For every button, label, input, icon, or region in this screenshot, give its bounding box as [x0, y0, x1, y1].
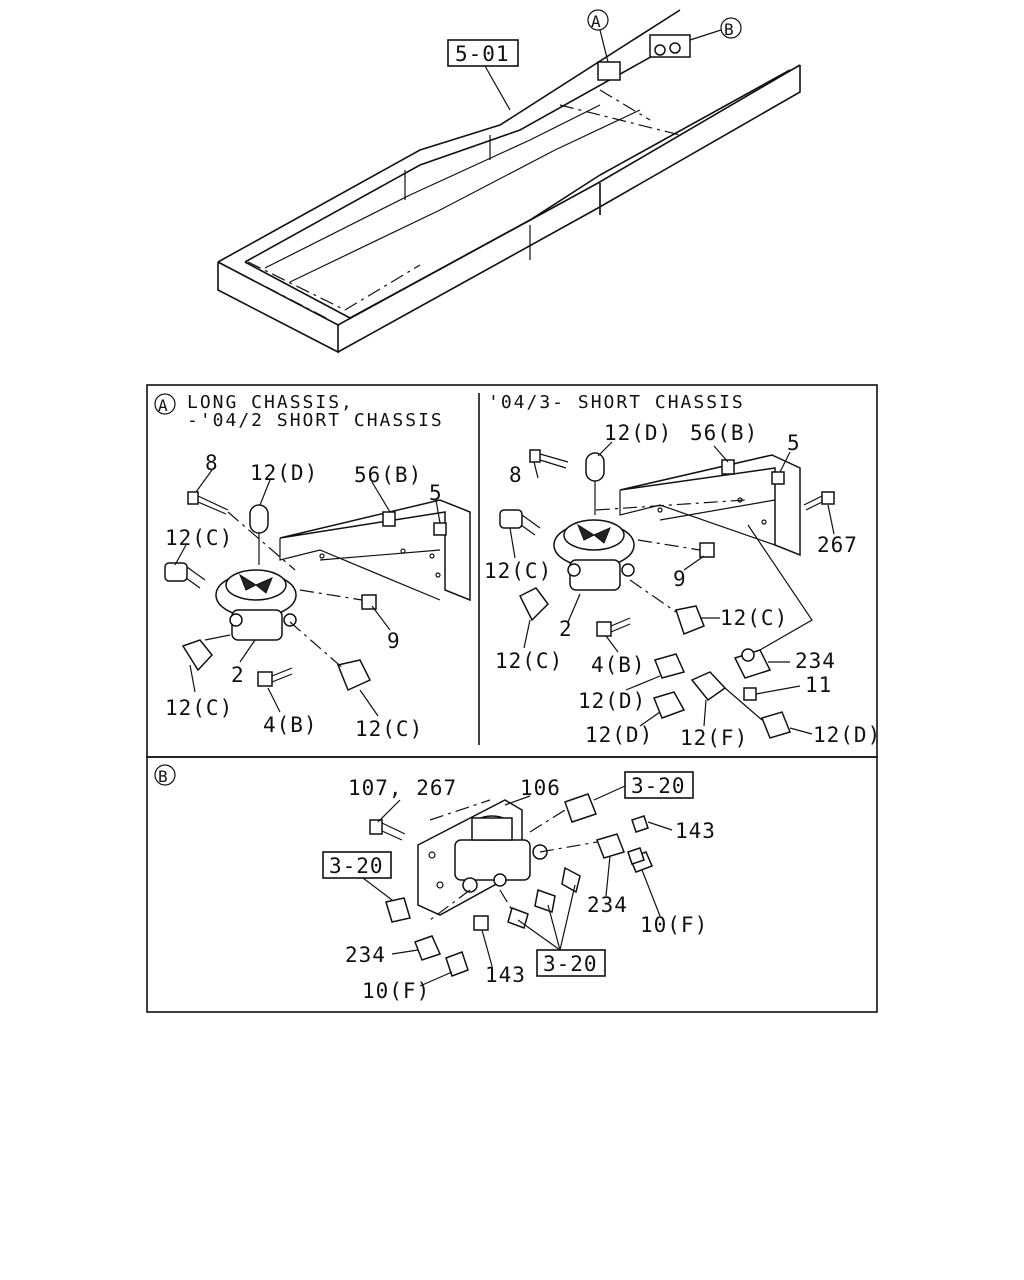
label-234-right-b: 234	[587, 893, 628, 917]
panel-b-frame	[146, 756, 878, 1013]
label-12d-top-right: 12(D)	[604, 421, 672, 445]
label-234-right: 234	[795, 649, 836, 673]
ref-box-3-20-bottom	[536, 949, 606, 977]
marker-b-circle	[720, 17, 742, 39]
caption-short-chassis-new: '04/3- SHORT CHASSIS	[488, 392, 745, 413]
label-12d-a-right: 12(D)	[578, 689, 646, 713]
label-12d-b-right: 12(D)	[585, 723, 653, 747]
label-9-left: 9	[387, 629, 401, 653]
label-143-bottom: 143	[485, 963, 526, 987]
label-12c-b-right: 12(C)	[720, 606, 788, 630]
chassis-frame-view	[217, 9, 801, 354]
label-12c-a-left: 12(C)	[165, 526, 233, 550]
marker-a-circle	[587, 9, 609, 31]
label-12c-c-left: 12(C)	[355, 717, 423, 741]
marker-b-panel: B	[158, 767, 169, 786]
label-106: 106	[520, 776, 561, 800]
label-143-top: 143	[675, 819, 716, 843]
label-12c-a-right: 12(C)	[484, 559, 552, 583]
label-10f-left-b: 10(F)	[362, 979, 430, 1003]
label-12d-c-right: 12(D)	[813, 723, 881, 747]
caption-long-chassis: LONG CHASSIS,	[187, 392, 354, 413]
label-5-right: 5	[787, 431, 801, 455]
ref-3-20-top: 3-20	[631, 774, 686, 798]
ref-3-20-left: 3-20	[329, 854, 384, 878]
relay-valve-assembly-right	[499, 441, 835, 739]
label-8-right: 8	[509, 463, 523, 487]
valve-assembly-b	[362, 785, 673, 987]
label-107-267: 107, 267	[348, 776, 457, 800]
label-56b-left: 56(B)	[354, 463, 422, 487]
relay-valve-assembly-left	[164, 469, 471, 717]
label-5-left: 5	[429, 481, 443, 505]
label-4b-left: 4(B)	[263, 713, 318, 737]
label-267-right: 267	[817, 533, 858, 557]
label-12c-c-right: 12(C)	[495, 649, 563, 673]
label-10f-right-b: 10(F)	[640, 913, 708, 937]
ref-box-3-20-left	[322, 851, 392, 879]
label-2-right: 2	[559, 617, 573, 641]
label-9-right: 9	[673, 567, 687, 591]
label-12c-b-left: 12(C)	[165, 696, 233, 720]
label-11-right: 11	[805, 673, 832, 697]
ref-box-3-20-top	[624, 771, 694, 799]
label-12d-left: 12(D)	[250, 461, 318, 485]
caption-short-chassis-old: -'04/2 SHORT CHASSIS	[187, 410, 444, 431]
marker-a-panel: A	[158, 396, 169, 415]
ref-5-01: 5-01	[455, 42, 510, 66]
label-4b-right: 4(B)	[591, 653, 646, 677]
label-8-left: 8	[205, 451, 219, 475]
label-234-left-b: 234	[345, 943, 386, 967]
marker-a-top: A	[591, 12, 602, 31]
label-56b-right: 56(B)	[690, 421, 758, 445]
ref-box-5-01	[447, 39, 519, 67]
label-12f-right: 12(F)	[680, 726, 748, 750]
marker-b-top: B	[724, 20, 735, 39]
label-2-left: 2	[231, 663, 245, 687]
ref-3-20-bottom: 3-20	[543, 952, 598, 976]
